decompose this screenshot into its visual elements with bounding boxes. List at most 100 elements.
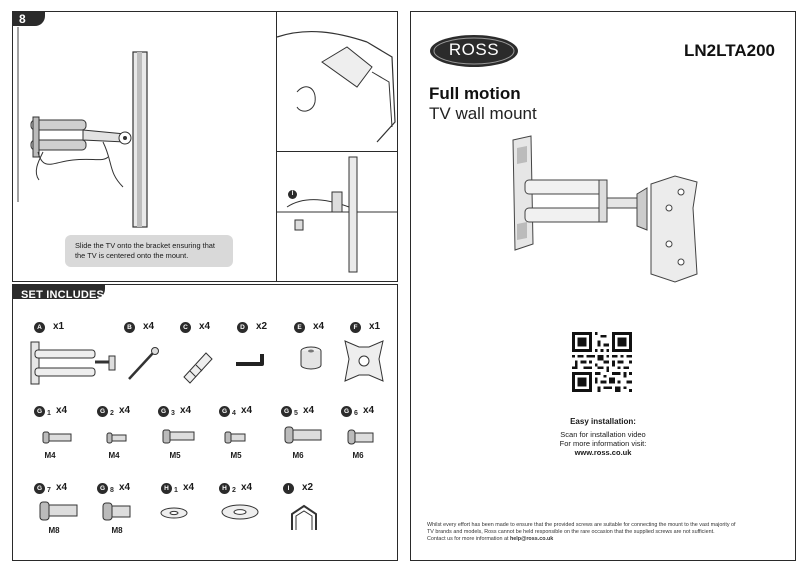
part-qty: x1 [53, 321, 65, 332]
part-b-wall-screw [128, 347, 159, 380]
part-qty: x4 [143, 321, 155, 332]
step-caption-text: Slide the TV onto the bracket ensuring t… [75, 241, 215, 260]
website-link[interactable]: www.ross.co.uk [574, 448, 632, 457]
part-badge: A [34, 322, 45, 333]
part-h1-washer [160, 507, 188, 519]
part-badge: C [180, 322, 191, 333]
part-g5-screw [284, 426, 322, 444]
part-badge: B [124, 322, 135, 333]
part-g3-screw [162, 429, 195, 444]
part-subscript: 2 [232, 487, 236, 494]
step-number: 8 [19, 12, 26, 26]
part-badge: G [341, 406, 352, 417]
part-g6-screw [347, 429, 374, 445]
part-badge: G [97, 406, 108, 417]
part-badge: D [237, 322, 248, 333]
part-subscript: 5 [294, 410, 298, 417]
help-email-link[interactable]: help@ross.co.uk [510, 535, 554, 542]
disclaimer-contact-text: Contact us for more information at [427, 535, 510, 542]
hand-detail-illustration [276, 30, 396, 143]
part-qty: x4 [56, 405, 68, 416]
ross-logo [430, 35, 518, 67]
part-badge: G [34, 406, 45, 417]
product-subtitle: TV wall mount [429, 104, 537, 123]
step-caption: Slide the TV onto the bracket ensuring t… [65, 235, 233, 267]
part-g7-screw [39, 501, 78, 521]
step-8-panel: 8 Slide the TV onto the bracket ensuring… [12, 11, 398, 282]
part-h2-washer [221, 504, 259, 520]
part-size: M4 [44, 451, 56, 460]
part-subscript: 6 [354, 410, 358, 417]
part-f-tv-plate [344, 340, 384, 382]
brand-name: ROSS [448, 40, 500, 59]
disclaimer-line-1: Whilst every effort has been made to ens… [427, 522, 736, 528]
part-badge: G [219, 406, 230, 417]
qr-code-graphic [572, 332, 632, 392]
set-includes-panel: SET INCLUDES A x1 B x4 C x4 D x2 E x4 F … [12, 284, 398, 561]
part-size: M6 [352, 451, 364, 460]
part-subscript: 1 [174, 487, 178, 494]
part-qty: x2 [302, 482, 314, 493]
part-badge: E [294, 322, 305, 333]
part-qty: x4 [119, 482, 131, 493]
part-badge: G [281, 406, 292, 417]
product-title: Full motion [429, 84, 521, 103]
part-a-bracket-arm [30, 341, 116, 385]
part-qty: x4 [303, 405, 315, 416]
illustration-divider-vertical [276, 12, 277, 282]
part-badge: H [161, 483, 172, 494]
part-badge: G [34, 483, 45, 494]
part-i-cable-clip [291, 504, 317, 530]
part-e-spacer [300, 346, 322, 370]
model-number: LN2LTA200 [683, 41, 775, 60]
part-size: M8 [111, 526, 123, 535]
part-subscript: 8 [110, 487, 114, 494]
part-qty: x4 [56, 482, 68, 493]
part-subscript: 4 [232, 410, 236, 417]
part-qty: x4 [183, 482, 195, 493]
part-subscript: 3 [171, 410, 175, 417]
part-qty: x4 [241, 405, 253, 416]
part-subscript: 7 [47, 487, 51, 494]
install-line-2: For more information visit: [559, 439, 647, 448]
part-size: M5 [169, 451, 181, 460]
part-g1-screw [42, 431, 72, 444]
tv-on-bracket-illustration [17, 27, 148, 228]
part-qty: x4 [363, 405, 375, 416]
disclaimer-line-3: Contact us for more information at help@… [427, 536, 787, 543]
install-heading: Easy installation: [570, 417, 636, 426]
part-size: M5 [230, 451, 242, 460]
part-g8-screw [102, 502, 131, 521]
disclaimer: Whilst every effort has been made to ens… [427, 522, 787, 542]
part-qty: x4 [313, 321, 325, 332]
part-badge: G [97, 483, 108, 494]
part-d-allen-key [236, 354, 264, 366]
part-qty: x4 [180, 405, 192, 416]
qr-code[interactable] [572, 332, 632, 392]
part-qty: x1 [369, 321, 381, 332]
part-badge: F [350, 322, 361, 333]
step-header-bar: 8 [13, 12, 45, 26]
callout-badge-i: I [288, 190, 297, 199]
illustration-divider-horizontal [276, 151, 398, 152]
part-qty: x4 [199, 321, 211, 332]
part-badge: H [219, 483, 230, 494]
part-subscript: 2 [110, 410, 114, 417]
part-g4-screw [224, 431, 246, 444]
disclaimer-line-2: TV brands and models, Ross cannot be hel… [427, 528, 715, 535]
part-size: M8 [48, 526, 60, 535]
part-badge: I [283, 483, 294, 494]
cover-panel: ROSS LN2LTA200 Full motion TV wall mount… [410, 11, 796, 561]
part-qty: x4 [241, 482, 253, 493]
wall-mount-product-image [512, 135, 698, 283]
part-size: M4 [108, 451, 120, 460]
part-qty: x4 [119, 405, 131, 416]
part-g2-screw [106, 432, 127, 444]
part-subscript: 1 [47, 410, 51, 417]
part-qty: x2 [256, 321, 268, 332]
part-size: M6 [292, 451, 304, 460]
part-badge: G [158, 406, 169, 417]
set-includes-title: SET INCLUDES [21, 289, 105, 301]
part-c-wall-plug [183, 352, 213, 384]
install-line-1: Scan for installation video [560, 430, 646, 439]
